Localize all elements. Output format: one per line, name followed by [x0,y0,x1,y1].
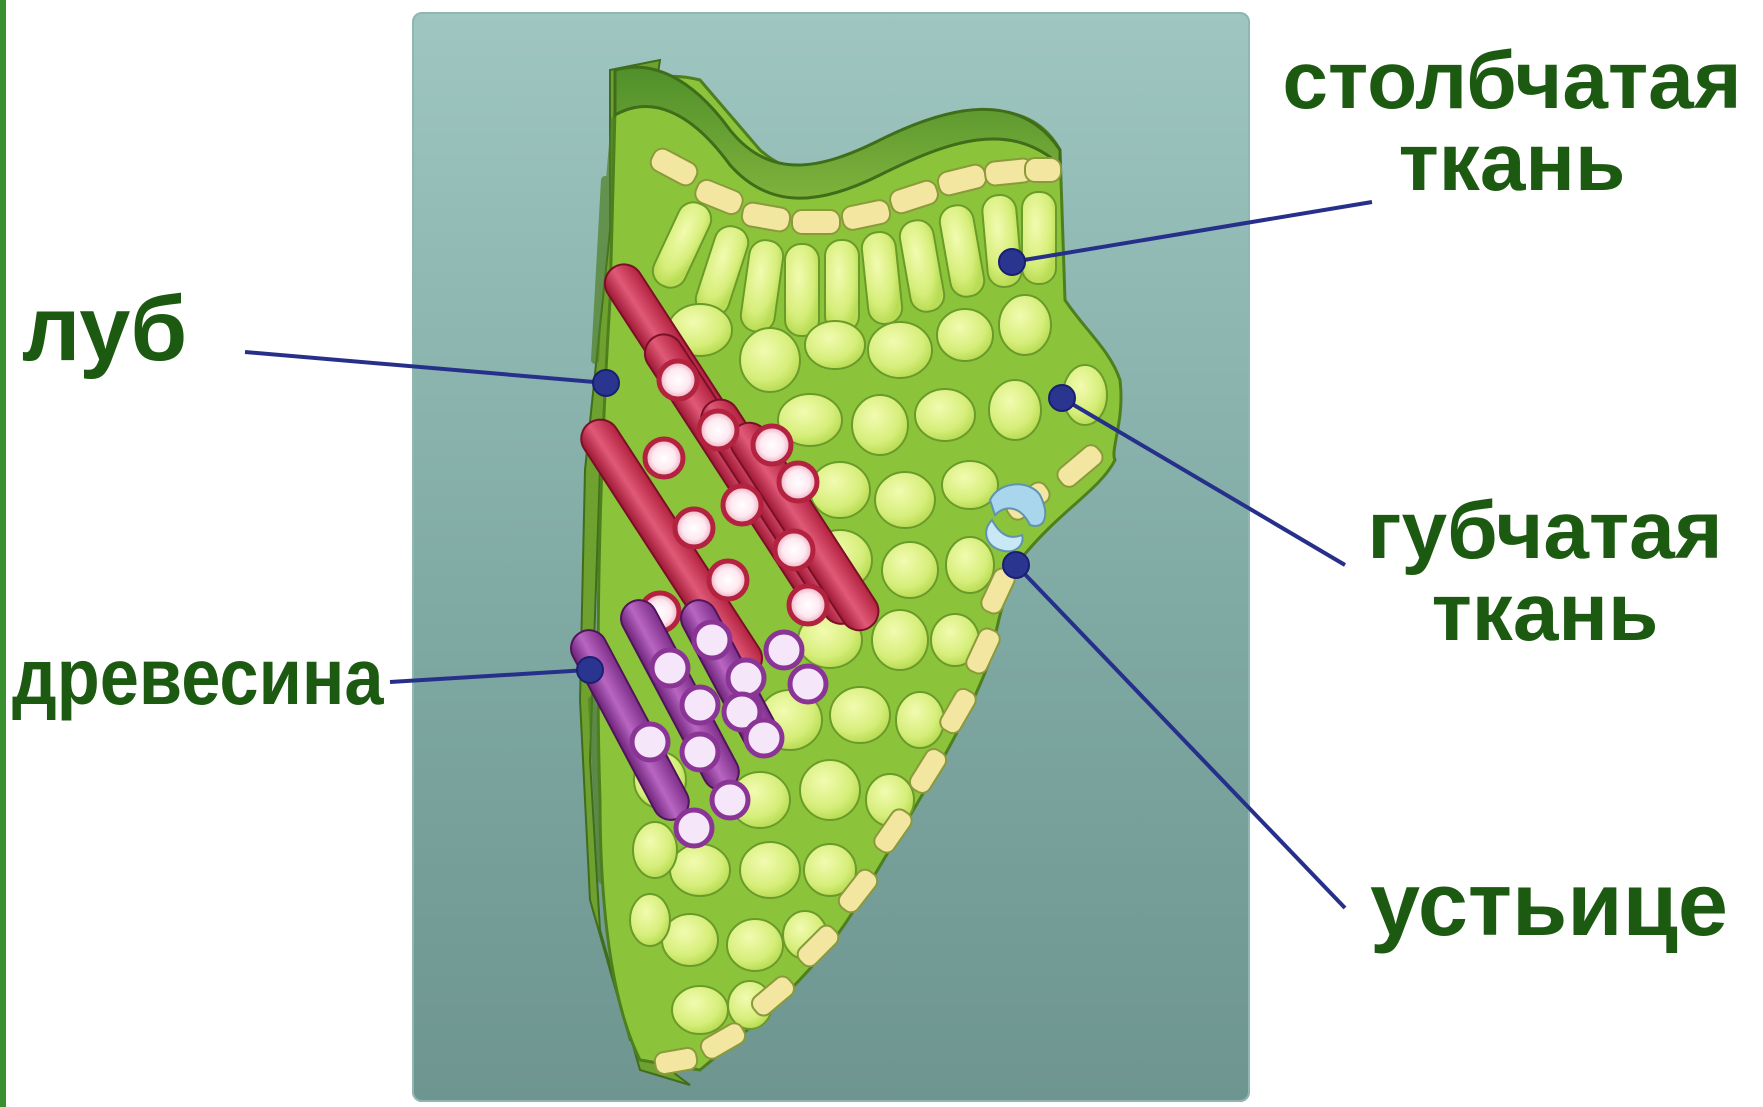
pointer-spongy [1062,398,1345,565]
pointer-dot-phloem [593,370,619,396]
label-xylem: древесина [12,637,384,717]
label-phloem: луб [22,283,187,375]
label-palisade-line2: ткань [1262,122,1762,204]
pointer-stoma [1016,565,1345,908]
pointer-xylem [390,670,588,682]
label-spongy-line1: губчатая [1330,490,1760,572]
pointer-phloem [245,352,606,383]
label-spongy-tissue: губчатая ткань [1330,490,1760,654]
label-stoma: устьице [1370,860,1728,950]
pointer-dot-spongy [1049,385,1075,411]
label-spongy-line2: ткань [1330,572,1760,654]
label-palisade-line1: столбчатая [1262,40,1762,122]
pointer-dot-xylem [577,657,603,683]
pointer-dot-palisade [999,249,1025,275]
pointer-palisade [1012,202,1372,262]
label-palisade-tissue: столбчатая ткань [1262,40,1762,204]
pointer-dot-stoma [1003,552,1029,578]
